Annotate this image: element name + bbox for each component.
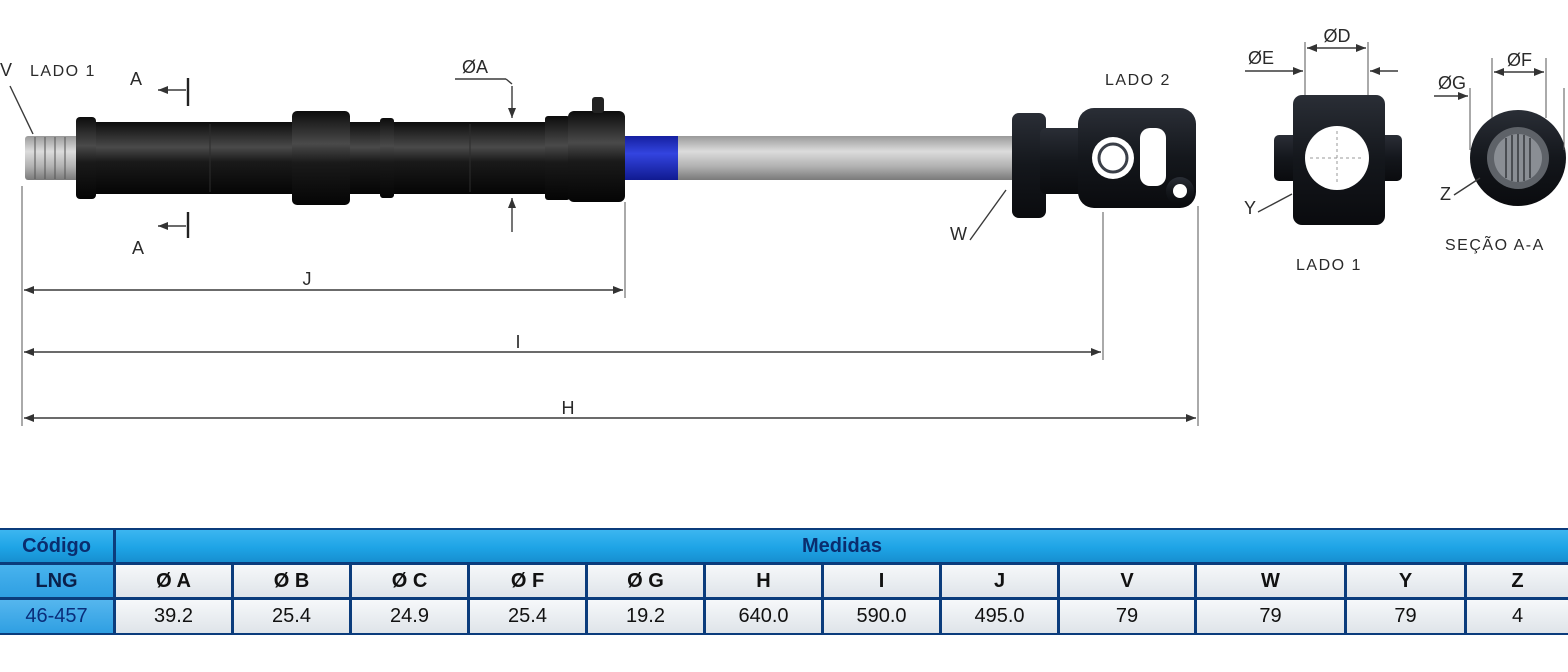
label-dia-f: ØF (1507, 50, 1532, 70)
blue-sleeve (625, 136, 678, 180)
medidas-header: Medidas (116, 530, 1568, 562)
code-label: LNG (0, 565, 113, 597)
leader-w (969, 189, 1007, 241)
dimension-dia-g: ØG (1434, 73, 1565, 150)
value-z: 4 (1467, 600, 1568, 633)
dimension-dia-a: ØA (455, 57, 516, 232)
column-header-i: I (824, 565, 939, 597)
value-dia-b: 25.4 (234, 600, 349, 633)
label-h: H (562, 398, 575, 418)
column-header-w: W (1197, 565, 1344, 597)
label-a-top: A (130, 69, 143, 89)
label-v: V (0, 60, 13, 80)
section-a-marker-bottom: A (132, 212, 190, 258)
value-y: 79 (1347, 600, 1464, 633)
dimension-table: Código Medidas LNG Ø A Ø B Ø C Ø F Ø G H… (0, 528, 1568, 635)
dimension-dia-f: ØF (1491, 50, 1547, 118)
label-y: Y (1244, 198, 1257, 218)
section-a-marker-top: A (130, 69, 190, 106)
dimension-dia-d: ØD (1304, 26, 1369, 95)
column-header-dia-g: Ø G (588, 565, 703, 597)
black-tube-section (76, 97, 625, 205)
shaft-side-view (25, 97, 1196, 218)
label-lado-2: LADO 2 (1105, 72, 1171, 89)
value-dia-c: 24.9 (352, 600, 467, 633)
label-z: Z (1440, 184, 1452, 204)
dimension-j: J (24, 269, 623, 294)
code-value: 46-457 (0, 600, 113, 633)
value-h: 640.0 (706, 600, 821, 633)
value-v: 79 (1060, 600, 1194, 633)
column-header-dia-a: Ø A (116, 565, 231, 597)
leader-v (9, 85, 34, 135)
leader-y (1257, 193, 1293, 213)
label-a-bottom: A (132, 238, 145, 258)
label-lado-1-main: LADO 1 (30, 63, 96, 80)
universal-joint (1012, 108, 1196, 218)
column-header-z: Z (1467, 565, 1568, 597)
lado-1-end-view (1274, 95, 1402, 225)
value-w: 79 (1197, 600, 1344, 633)
label-dia-d: ØD (1324, 26, 1351, 46)
value-i: 590.0 (824, 600, 939, 633)
label-dia-e: ØE (1248, 48, 1274, 68)
gray-shaft-tube (678, 136, 1014, 180)
label-dia-a: ØA (462, 57, 488, 77)
value-dia-f: 25.4 (470, 600, 585, 633)
label-dia-g: ØG (1438, 73, 1466, 93)
label-i: I (515, 332, 520, 352)
section-a-a-view (1470, 110, 1566, 206)
column-header-dia-c: Ø C (352, 565, 467, 597)
shaft-technical-drawing: V LADO 1 A A ØA LADO 2 W J I H (0, 26, 1566, 426)
dimension-i: I (24, 332, 1101, 356)
value-dia-g: 19.2 (588, 600, 703, 633)
column-header-dia-b: Ø B (234, 565, 349, 597)
value-j: 495.0 (942, 600, 1057, 633)
label-lado-1-view: LADO 1 (1296, 257, 1362, 274)
label-w: W (950, 224, 968, 244)
splined-tip (25, 136, 82, 180)
label-j: J (303, 269, 312, 289)
column-header-dia-f: Ø F (470, 565, 585, 597)
dimension-dia-e: ØE (1245, 48, 1398, 75)
dimension-h: H (24, 398, 1196, 422)
column-header-v: V (1060, 565, 1194, 597)
label-secao-a-a: SEÇÃO A-A (1445, 234, 1545, 254)
column-header-y: Y (1347, 565, 1464, 597)
leader-z (1453, 177, 1481, 196)
column-header-h: H (706, 565, 821, 597)
value-dia-a: 39.2 (116, 600, 231, 633)
codigo-header: Código (0, 530, 113, 562)
column-header-j: J (942, 565, 1057, 597)
